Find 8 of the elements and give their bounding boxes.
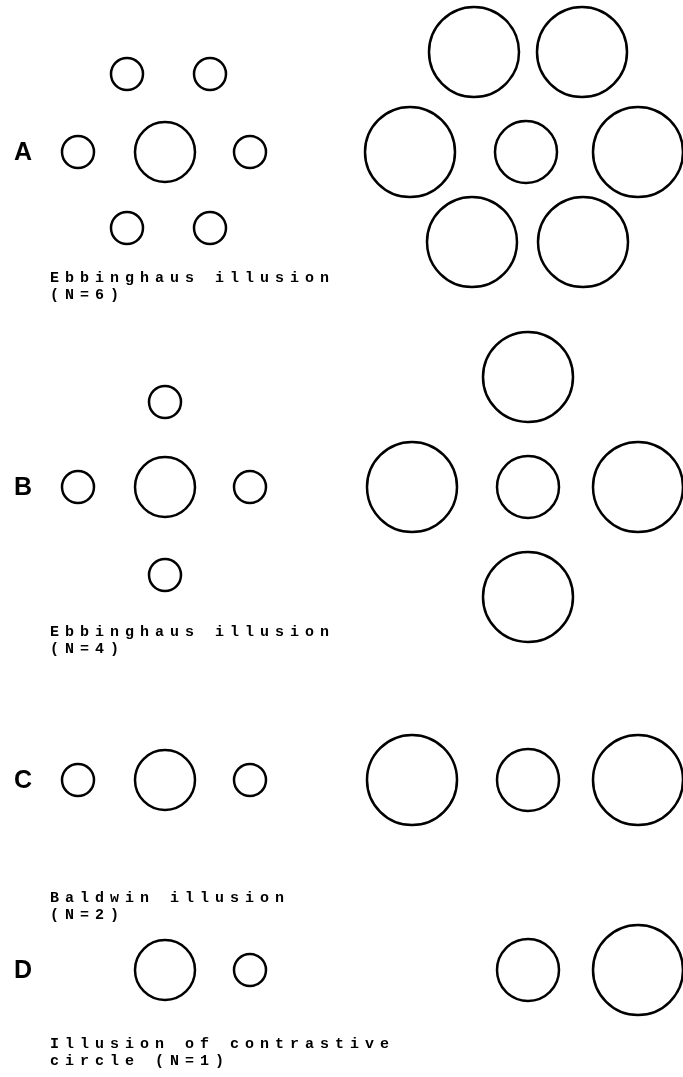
- caption: Baldwin illusion (N=2): [50, 890, 292, 924]
- panel-letter: C: [14, 765, 33, 794]
- panel-letter: A: [14, 137, 33, 166]
- caption: Illusion of contrastive circle (N=1): [50, 1036, 397, 1070]
- caption: Ebbinghaus illusion (N=6): [50, 270, 337, 304]
- caption: Ebbinghaus illusion (N=4): [50, 624, 337, 658]
- panel-letter: B: [14, 472, 33, 501]
- panel-letter: D: [14, 955, 33, 984]
